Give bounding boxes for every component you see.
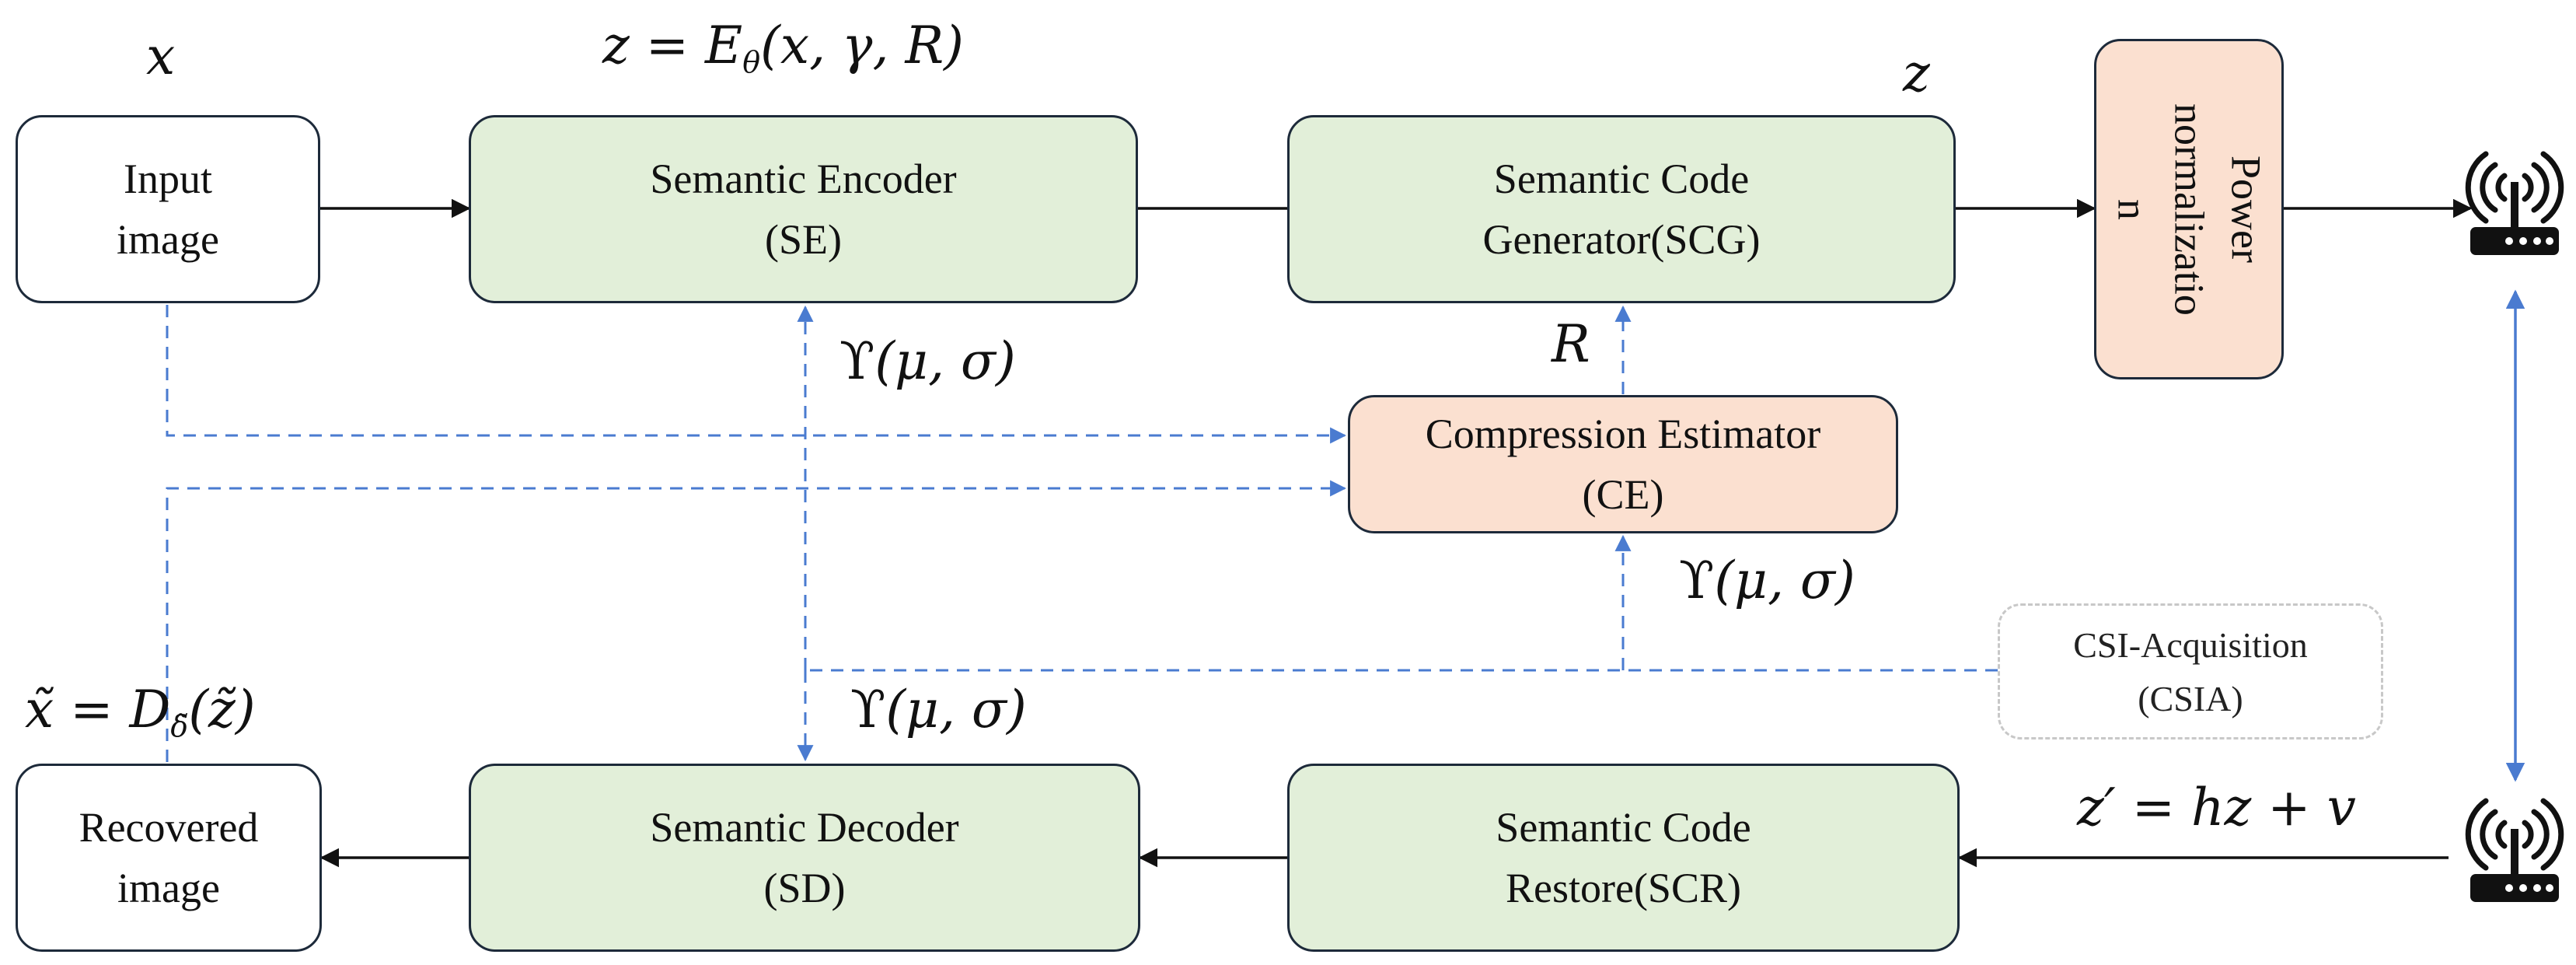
label-z: z: [1903, 44, 1930, 103]
semantic-encoder-block: Semantic Encoder (SE): [469, 115, 1138, 303]
label-x: x: [146, 26, 176, 86]
label-upsilon-se: ϒ(μ, σ): [839, 331, 1016, 391]
label-encoder-equation: z = Eθ(x, γ, R): [602, 16, 964, 79]
dash-input-to-ce: [166, 305, 1347, 444]
label-r: R: [1552, 314, 1590, 374]
semantic-code-generator-block: Semantic Code Generator(SCG): [1287, 115, 1956, 303]
input-image-block: Input image: [16, 115, 320, 303]
semantic-decoder-block: Semantic Decoder (SD): [469, 764, 1140, 952]
receiver-antenna-icon: [2465, 798, 2564, 902]
power-normalization-block: Power normalizatio n: [2094, 39, 2284, 379]
transmitter-antenna-icon: [2465, 151, 2564, 255]
dash-recovered-to-ce: [166, 480, 1347, 762]
semantic-code-restore-block: Semantic Code Restore(SCR): [1287, 764, 1960, 952]
recovered-image-block: Recovered image: [16, 764, 322, 952]
label-channel-equation: z′ = hz + v: [2077, 778, 2356, 837]
compression-estimator-block: Compression Estimator (CE): [1348, 395, 1898, 533]
label-decoder-equation: x̃ = Dδ̃(z̃): [25, 680, 256, 743]
csi-acquisition-block: CSI-Acquisition (CSIA): [1998, 603, 2383, 739]
label-upsilon-sd: ϒ(μ, σ): [850, 680, 1027, 739]
label-upsilon-ce: ϒ(μ, σ): [1679, 551, 1855, 610]
